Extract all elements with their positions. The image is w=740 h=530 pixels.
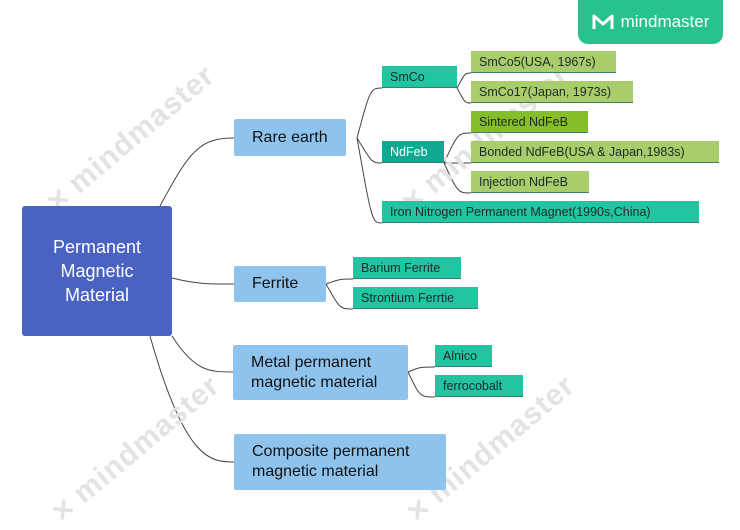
node-strontium-ferrite[interactable]: Strontium Ferrtie: [353, 287, 478, 309]
node-ndfeb[interactable]: NdFeb: [382, 141, 444, 163]
node-smco17-label: SmCo17(Japan, 1973s): [479, 84, 612, 99]
node-smco[interactable]: SmCo: [382, 66, 457, 88]
edge-ferrite-barium: [325, 278, 354, 285]
node-smco17[interactable]: SmCo17(Japan, 1973s): [471, 81, 633, 103]
edge-ndfeb-injection: [443, 162, 472, 194]
edge-ferrite-strontium: [325, 283, 354, 310]
edge-root-composite: [149, 335, 235, 463]
node-strontium-ferrite-label: Strontium Ferrtie: [361, 290, 455, 305]
node-sintered-ndfeb[interactable]: Sintered NdFeB: [471, 111, 588, 133]
edge-rare-earth-iron: [356, 137, 383, 224]
node-metal-permanent[interactable]: Metal permanent magnetic material: [233, 345, 408, 400]
node-ndfeb-label: NdFeb: [390, 144, 428, 159]
edge-smco-smco17: [456, 87, 472, 104]
node-smco5-label: SmCo5(USA, 1967s): [479, 54, 596, 69]
node-smco-label: SmCo: [390, 69, 425, 84]
node-ferrite-label: Ferrite: [252, 275, 299, 292]
connector-lines: [149, 72, 472, 463]
node-ferrocobalt-label: ferrocobalt: [443, 378, 503, 393]
brand-label: mindmaster: [620, 12, 710, 31]
node-injection-ndfeb[interactable]: Injection NdFeB: [471, 171, 589, 193]
edge-rare-earth-ndfeb: [356, 137, 383, 164]
node-barium-ferrite-label: Barium Ferrite: [361, 260, 441, 275]
node-injection-ndfeb-label: Injection NdFeB: [479, 174, 568, 189]
node-rare-earth[interactable]: Rare earth: [234, 119, 346, 156]
edge-metal-ferrocobalt: [407, 371, 436, 398]
node-smco5[interactable]: SmCo5(USA, 1967s): [471, 51, 616, 73]
node-composite-permanent[interactable]: Composite permanent magnetic material: [234, 434, 446, 490]
edge-ndfeb-sintered: [443, 132, 472, 164]
node-alnico-label: Alnico: [443, 348, 478, 363]
root-label: Permanent Magnetic Material: [52, 237, 142, 305]
root-node[interactable]: Permanent Magnetic Material: [22, 206, 172, 336]
node-alnico[interactable]: Alnico: [435, 345, 492, 367]
edge-rare-earth-smco: [356, 87, 383, 139]
node-ferrocobalt[interactable]: ferrocobalt: [435, 375, 523, 397]
node-barium-ferrite[interactable]: Barium Ferrite: [353, 257, 461, 279]
edge-root-ferrite: [171, 277, 235, 285]
node-sintered-ndfeb-label: Sintered NdFeB: [479, 114, 568, 129]
mindmaster-logo-icon: [592, 14, 614, 29]
node-composite-permanent-label: Composite permanent magnetic material: [252, 443, 410, 480]
node-bonded-ndfeb[interactable]: Bonded NdFeB(USA & Japan,1983s): [471, 141, 719, 163]
node-bonded-ndfeb-label: Bonded NdFeB(USA & Japan,1983s): [479, 144, 685, 159]
node-metal-permanent-label: Metal permanent magnetic material: [251, 353, 378, 391]
edge-smco-smco5: [456, 72, 472, 89]
edge-root-rare-earth: [159, 137, 235, 207]
mindmaster-badge: mindmaster: [578, 0, 723, 44]
node-rare-earth-label: Rare earth: [252, 128, 328, 146]
node-iron-nitrogen-label: Iron Nitrogen Permanent Magnet(1990s,Chi…: [390, 204, 651, 219]
edge-root-metal: [171, 335, 234, 373]
edge-metal-alnico: [407, 366, 436, 373]
node-ferrite[interactable]: Ferrite: [234, 266, 326, 302]
node-iron-nitrogen[interactable]: Iron Nitrogen Permanent Magnet(1990s,Chi…: [382, 201, 699, 223]
